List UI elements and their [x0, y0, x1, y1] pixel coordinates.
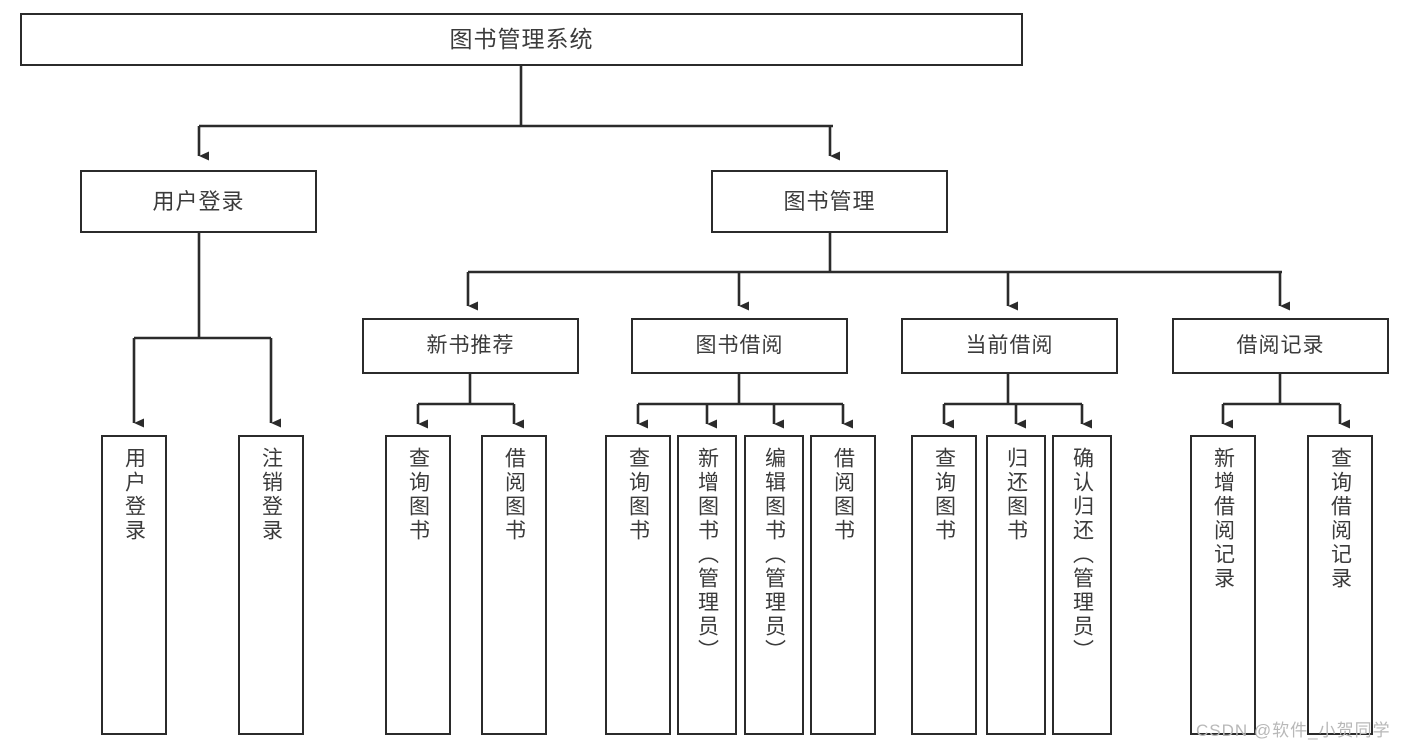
node-user-login[interactable]: 用户登录 — [80, 170, 317, 233]
node-leaf-borrow-book[interactable]: 借阅图书 — [810, 435, 876, 735]
node-leaf-add-book[interactable]: 新增图书（管理员） — [677, 435, 737, 735]
csdn-watermark: CSDN @软件_小贺同学 — [1196, 721, 1391, 740]
node-leaf-add-book-label: 新增图书（管理员） — [695, 447, 719, 663]
node-leaf-query-book-cur[interactable]: 查询图书 — [911, 435, 977, 735]
node-borrow-record-label: 借阅记录 — [1236, 333, 1325, 357]
node-leaf-add-record[interactable]: 新增借阅记录 — [1190, 435, 1256, 735]
node-leaf-confirm-return-label: 确认归还（管理员） — [1070, 447, 1094, 663]
node-book-borrow[interactable]: 图书借阅 — [631, 318, 848, 374]
node-new-book-recommend[interactable]: 新书推荐 — [362, 318, 579, 374]
node-user-login-label: 用户登录 — [152, 188, 245, 214]
node-leaf-user-login-label: 用户登录 — [122, 447, 146, 543]
node-root[interactable]: 图书管理系统 — [20, 13, 1023, 66]
node-current-borrow-label: 当前借阅 — [965, 333, 1054, 357]
node-leaf-return-book-label: 归还图书 — [1004, 447, 1028, 543]
node-root-label: 图书管理系统 — [449, 25, 594, 52]
node-leaf-return-book[interactable]: 归还图书 — [986, 435, 1046, 735]
node-leaf-edit-book[interactable]: 编辑图书（管理员） — [744, 435, 804, 735]
node-current-borrow[interactable]: 当前借阅 — [901, 318, 1118, 374]
node-book-manage[interactable]: 图书管理 — [711, 170, 948, 233]
node-leaf-query-record[interactable]: 查询借阅记录 — [1307, 435, 1373, 735]
node-leaf-query-record-label: 查询借阅记录 — [1328, 447, 1352, 591]
node-new-book-recommend-label: 新书推荐 — [426, 333, 515, 357]
node-leaf-user-logout-label: 注销登录 — [259, 447, 283, 543]
node-leaf-user-login[interactable]: 用户登录 — [101, 435, 167, 735]
node-leaf-borrow-book-rec-label: 借阅图书 — [502, 447, 526, 543]
node-leaf-user-logout[interactable]: 注销登录 — [238, 435, 304, 735]
node-leaf-query-book-borrow[interactable]: 查询图书 — [605, 435, 671, 735]
node-leaf-add-record-label: 新增借阅记录 — [1211, 447, 1235, 591]
node-borrow-record[interactable]: 借阅记录 — [1172, 318, 1389, 374]
node-leaf-edit-book-label: 编辑图书（管理员） — [762, 447, 786, 663]
node-leaf-borrow-book-rec[interactable]: 借阅图书 — [481, 435, 547, 735]
node-leaf-query-book-borrow-label: 查询图书 — [626, 447, 650, 543]
node-leaf-confirm-return[interactable]: 确认归还（管理员） — [1052, 435, 1112, 735]
node-leaf-borrow-book-label: 借阅图书 — [831, 447, 855, 543]
node-leaf-query-book-rec-label: 查询图书 — [406, 447, 430, 543]
node-leaf-query-book-rec[interactable]: 查询图书 — [385, 435, 451, 735]
node-book-manage-label: 图书管理 — [783, 188, 876, 214]
node-book-borrow-label: 图书借阅 — [695, 333, 784, 357]
node-leaf-query-book-cur-label: 查询图书 — [932, 447, 956, 543]
